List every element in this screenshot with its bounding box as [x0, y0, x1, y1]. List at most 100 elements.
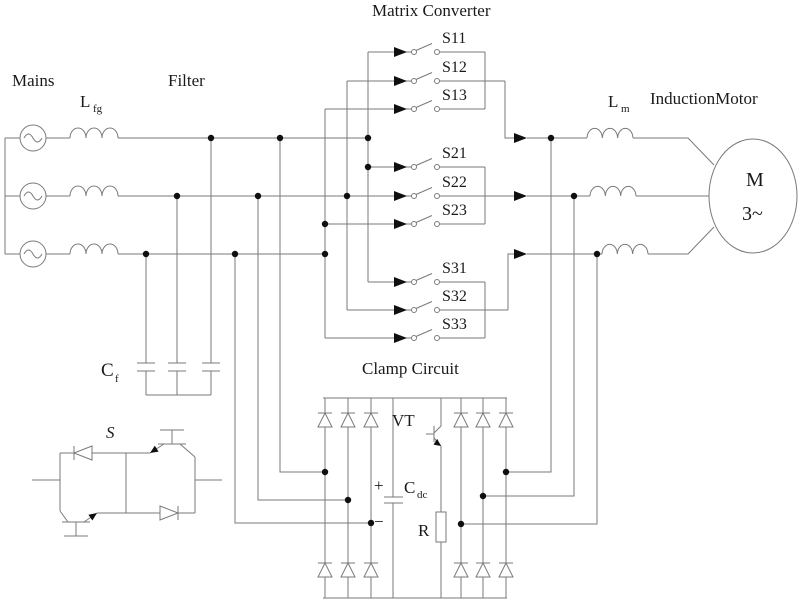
diode-icon: [363, 411, 379, 428]
arrow-icon: [514, 249, 527, 259]
switch-symbols: [411, 43, 440, 341]
junction-dot: [142, 250, 150, 258]
arrow-icon: [394, 305, 407, 315]
switch-label-s22: S22: [442, 174, 467, 191]
diode-icon: [498, 561, 514, 578]
arrow-icon: [394, 219, 407, 229]
diode-icon: [159, 505, 180, 521]
junction-dot: [207, 134, 215, 142]
clamp-leg-wires: [324, 398, 507, 598]
junction-dot: [593, 250, 601, 258]
plus-label: +: [374, 476, 384, 495]
s-switch-detail: [32, 429, 222, 537]
inductor-icon: [69, 127, 119, 139]
igbt-icon: [59, 510, 98, 537]
sine-icon: [23, 133, 43, 143]
arrow-icon: [394, 104, 407, 114]
switch-label-s23: S23: [442, 202, 467, 219]
inductor-icon: [69, 243, 119, 255]
motor-lead-wires: [633, 137, 715, 255]
minus-label: −: [374, 512, 384, 531]
output-phase-wires: [527, 137, 602, 255]
junction-dot: [479, 492, 487, 500]
junction-dot: [570, 192, 578, 200]
junction-dot: [547, 134, 555, 142]
inductor-icon: [69, 185, 119, 197]
diode-icon: [340, 561, 356, 578]
cf-capacitor-wires: [137, 138, 220, 396]
text-labels: Mains L fg Filter Matrix Converter Clamp…: [12, 1, 764, 540]
switch-icon: [411, 329, 440, 341]
switch-icon: [411, 301, 440, 313]
matrix-converter-label: Matrix Converter: [372, 1, 491, 20]
junction-dot: [321, 250, 329, 258]
junction-dot: [364, 163, 372, 171]
clamp-circuit-section: [317, 397, 514, 599]
cf-label: C: [101, 360, 114, 381]
switch-icon: [411, 158, 440, 170]
junction-dot: [276, 134, 284, 142]
vt-label: VT: [392, 411, 415, 430]
switch-label-s21: S21: [442, 145, 467, 162]
r-label: R: [418, 521, 430, 540]
induction-motor-label: InductionMotor: [650, 89, 758, 108]
sine-icon: [23, 249, 43, 259]
junction-dots: [142, 134, 601, 528]
switch-icon: [411, 100, 440, 112]
diode-icon: [72, 445, 93, 461]
switch-icon: [411, 72, 440, 84]
motor-phases-label: 3~: [742, 203, 763, 225]
cdc-capacitor-icon: [384, 398, 403, 598]
diode-icon: [317, 411, 333, 428]
diode-icon: [453, 561, 469, 578]
filter-section: [69, 127, 412, 396]
cdc-sub-label: dc: [417, 489, 428, 501]
igbt-icon: [149, 429, 196, 458]
switch-label-s13: S13: [442, 87, 467, 104]
switch-icon: [411, 43, 440, 55]
s-switch-wires: [32, 452, 222, 514]
diode-icon: [475, 411, 491, 428]
input-arrow-icons: [394, 47, 407, 343]
switch-output-wires: [439, 51, 514, 339]
motor-section: [514, 127, 798, 259]
switch-label-s31: S31: [442, 260, 467, 277]
matrix-converter-section: [324, 43, 514, 343]
inductor-icon: [589, 185, 637, 197]
cf-sub-label: f: [115, 373, 119, 385]
junction-dot: [321, 468, 329, 476]
switch-icon: [411, 215, 440, 227]
switch-label-s11: S11: [442, 30, 466, 47]
junction-dot: [254, 192, 262, 200]
motor-icon: [708, 138, 798, 254]
junction-dot: [231, 250, 239, 258]
junction-dot: [364, 134, 372, 142]
switch-label-s12: S12: [442, 59, 467, 76]
sine-icon: [23, 191, 43, 201]
mains-bus-wire: [4, 137, 70, 255]
resistor-icon: [435, 511, 447, 543]
clamp-bus-wires: [323, 397, 507, 599]
switch-label-s32: S32: [442, 288, 467, 305]
junction-dot: [502, 468, 510, 476]
arrow-icon: [394, 333, 407, 343]
arrow-icon: [394, 277, 407, 287]
filter-label: Filter: [168, 71, 205, 90]
mains-label: Mains: [12, 71, 55, 90]
arrow-icon: [394, 162, 407, 172]
arrow-icon: [514, 133, 527, 143]
switch-row-wires: [325, 51, 412, 339]
diode-icon: [363, 561, 379, 578]
diode-icon: [475, 561, 491, 578]
diode-icon: [498, 411, 514, 428]
input-tap-wires: [234, 138, 371, 524]
s-label: S: [106, 423, 115, 442]
phase-wires: [118, 137, 412, 255]
clamp-circuit-label: Clamp Circuit: [362, 359, 459, 378]
arrow-icon: [394, 191, 407, 201]
switch-icon: [411, 273, 440, 285]
lm-sub-label: m: [621, 103, 630, 115]
lfg-label: L: [80, 92, 90, 111]
diode-icon: [453, 411, 469, 428]
